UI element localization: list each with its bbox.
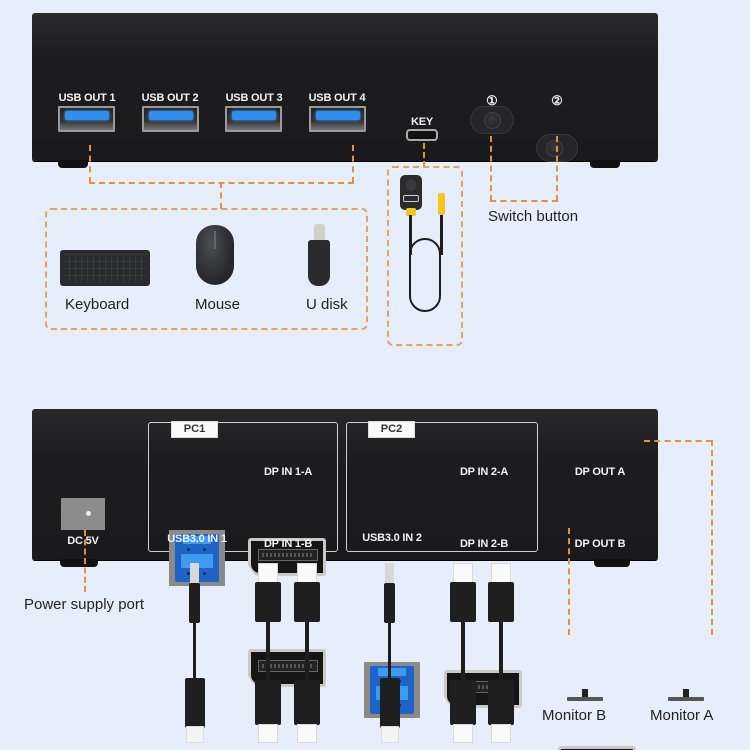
dp-in-2a-label: DP IN 2-A: [459, 466, 509, 478]
usb-out-3-port[interactable]: [225, 106, 282, 132]
usb-cable-pc2: [378, 563, 402, 743]
mouse-icon: [196, 225, 234, 285]
usb-port-icon: [149, 111, 193, 120]
button-knob-icon: [546, 140, 563, 157]
dp-cable-2a: [450, 563, 476, 743]
dp-out-a-label: DP OUT A: [574, 466, 626, 478]
kvm-rear-panel: [32, 409, 658, 560]
dp-out-b-label: DP OUT B: [574, 538, 626, 550]
switch-button-1[interactable]: [470, 106, 514, 134]
dp-out-a-port[interactable]: [558, 746, 636, 750]
micro-usb-plug-icon: [438, 193, 445, 215]
pc1-tag: PC1: [171, 421, 218, 438]
remote-cable-right: [440, 215, 443, 255]
keyboard-caption: Keyboard: [65, 296, 130, 313]
connector-key: [423, 143, 425, 167]
usb-out-1-port[interactable]: [58, 106, 115, 132]
power-pin-icon: [86, 511, 91, 516]
pc2-tag: PC2: [368, 421, 415, 438]
monitor-a-stand: [683, 689, 689, 698]
dp-in-2b-label: DP IN 2-B: [459, 538, 509, 550]
front-panel-foot-right: [590, 160, 620, 168]
usb-out-2-port[interactable]: [142, 106, 199, 132]
remote-cable-yellow-joint: [406, 208, 416, 216]
remote-cable-left: [409, 215, 412, 255]
connector-dp-out-b-v: [568, 528, 570, 635]
monitor-b-base: [567, 697, 603, 701]
switch-button-caption: Switch button: [488, 208, 579, 225]
usb-cable-pc1: [183, 563, 207, 743]
usb-port-icon: [232, 111, 276, 120]
key-port-label: KEY: [410, 116, 434, 128]
rear-panel-foot-right: [594, 559, 630, 567]
usb3-in-1-label: USB3.0 IN 1: [167, 533, 227, 545]
monitor-a-base: [668, 697, 704, 701]
connector-switch-1: [490, 136, 492, 201]
usb3-in-2-label: USB3.0 IN 2: [362, 532, 422, 544]
connector-dp-out-a-v: [711, 440, 713, 635]
connector-power: [84, 530, 86, 592]
remote-cable-loop: [409, 238, 441, 312]
usb-out-4-port[interactable]: [309, 106, 366, 132]
connector-switch-bar: [490, 200, 558, 202]
usb-out-2-label: USB OUT 2: [141, 92, 199, 104]
usb-port-icon: [316, 111, 360, 120]
dp-in-1b-label: DP IN 1-B: [263, 538, 313, 550]
connector-usb4: [352, 145, 354, 183]
power-supply-caption: Power supply port: [24, 596, 145, 613]
peripherals-box: [45, 208, 368, 330]
dc-power-label: DC 5V: [67, 535, 99, 547]
connector-usb1: [89, 145, 91, 183]
switch-2-number: ②: [551, 93, 563, 108]
dp-in-1a-label: DP IN 1-A: [263, 466, 313, 478]
keyboard-icon: [60, 250, 150, 286]
usb-out-3-label: USB OUT 3: [225, 92, 283, 104]
pc2-port-group: [346, 422, 538, 552]
usb-drive-icon: [308, 240, 330, 286]
monitor-b-stand: [582, 689, 588, 698]
rear-panel-foot-left: [60, 559, 98, 567]
switch-1-number: ①: [486, 93, 498, 108]
wired-remote-button-icon: [400, 175, 422, 210]
front-panel-foot-left: [58, 160, 88, 168]
dc-power-jack[interactable]: [61, 498, 105, 530]
connector-switch-2: [556, 136, 558, 201]
usb3-in-1-port[interactable]: [169, 530, 225, 586]
usb-drive-connector-icon: [314, 224, 325, 242]
dp-cable-1a: [255, 563, 281, 743]
usb-port-icon: [65, 111, 109, 120]
button-knob-icon: [484, 112, 501, 129]
mouse-caption: Mouse: [195, 296, 241, 313]
usb-out-1-label: USB OUT 1: [58, 92, 116, 104]
monitor-b-caption: Monitor B: [542, 707, 607, 724]
key-accessory-box: [387, 166, 463, 346]
monitor-a-caption: Monitor A: [650, 707, 714, 724]
dp-cable-2b: [488, 563, 514, 743]
connector-dp-out-a-h: [644, 440, 712, 442]
u-disk-caption: U disk: [306, 296, 348, 313]
usb-out-4-label: USB OUT 4: [308, 92, 366, 104]
pc1-port-group: [148, 422, 338, 552]
dp-cable-1b: [294, 563, 320, 743]
connector-usb-drop: [220, 182, 222, 209]
key-port[interactable]: [406, 129, 438, 141]
